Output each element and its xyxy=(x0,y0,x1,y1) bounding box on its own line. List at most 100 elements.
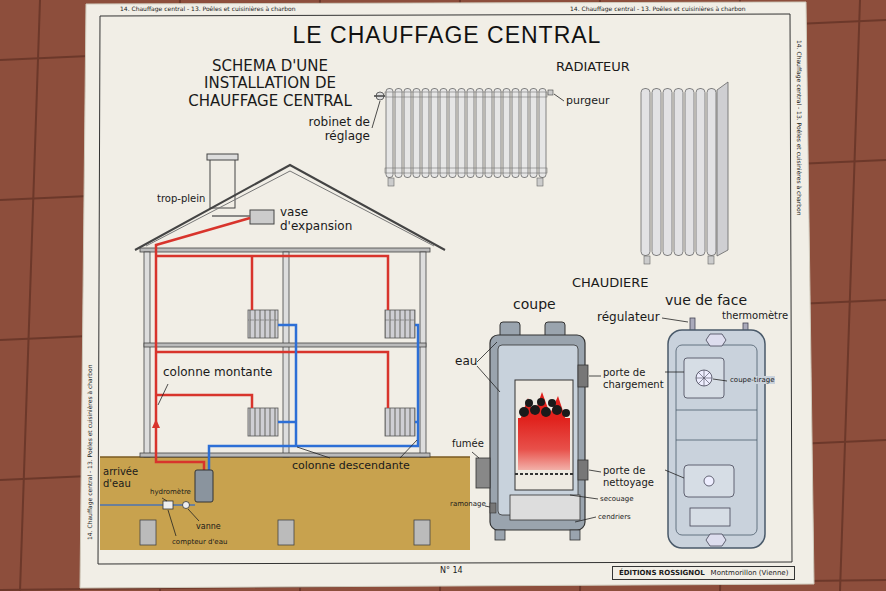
boiler-section-part xyxy=(518,418,570,470)
boiler-front-part xyxy=(706,534,726,546)
boiler-section-part xyxy=(510,495,580,520)
part-label: fumée xyxy=(452,438,484,450)
boiler-section-part-part xyxy=(575,517,596,522)
house-drawing-part xyxy=(420,252,426,457)
house-drawing-part-part xyxy=(162,498,167,501)
house-drawing-part xyxy=(248,408,278,436)
boiler-section-part xyxy=(519,398,570,417)
boiler-front-part xyxy=(676,345,757,535)
radiator-drawing-part xyxy=(385,88,547,178)
house-drawing-part-part xyxy=(278,421,296,424)
boiler-section xyxy=(472,322,601,540)
part-label: secouage xyxy=(600,495,634,503)
boiler-front-part xyxy=(668,330,765,548)
house-drawing-part-part xyxy=(400,440,417,458)
radiator-perspective-part xyxy=(640,88,717,256)
radiator-perspective-part xyxy=(708,256,714,264)
house-drawing-part-part xyxy=(156,395,252,408)
boiler-section-part-part xyxy=(537,398,545,406)
house-drawing-part xyxy=(140,520,156,545)
boiler-front-part xyxy=(690,508,730,526)
radiator-drawing-part xyxy=(388,178,394,186)
boiler-section-part-part xyxy=(589,470,601,472)
poster-title: LE CHAUFFAGE CENTRAL xyxy=(247,22,647,48)
publisher-box: ÉDITIONS ROSSIGNOL Montmorillon (Vienne) xyxy=(612,566,795,580)
section-heading: CHAUDIERE xyxy=(572,276,649,291)
boiler-front-part xyxy=(696,370,712,386)
pipe-label: colonne montante xyxy=(163,366,272,380)
house-drawing-part-part xyxy=(156,352,388,408)
boiler-section-part-part xyxy=(477,342,497,362)
house-drawing-part xyxy=(283,252,289,457)
boiler-section-part-part xyxy=(472,452,479,458)
boiler-front-part xyxy=(696,370,712,386)
boiler-section-part-part xyxy=(525,399,533,407)
house-drawing-part xyxy=(385,408,415,436)
part-label: eau xyxy=(455,355,477,369)
radiator-perspective-part xyxy=(717,82,728,256)
part-label: régulateur xyxy=(597,311,660,325)
boiler-front-part-part xyxy=(662,318,688,322)
part-label: vanne xyxy=(196,522,221,531)
section-heading: RADIATEUR xyxy=(556,60,630,75)
part-label: ramonage xyxy=(450,500,486,508)
part-label: vase d'expansion xyxy=(280,206,355,234)
radiator-drawing-part xyxy=(537,178,543,186)
house-drawing-part xyxy=(385,310,415,338)
radiator-perspective-part xyxy=(644,256,650,264)
radiator-drawing-part xyxy=(372,94,564,128)
boiler-section-part-part xyxy=(485,506,490,507)
house-drawing-part-part xyxy=(278,325,296,446)
boiler-front-part-part xyxy=(665,372,684,373)
house-drawing-part xyxy=(248,310,278,338)
boiler-section-part xyxy=(515,473,573,475)
house-drawing-part xyxy=(195,470,213,502)
boiler-front-part xyxy=(706,334,726,346)
house-drawing-part-part xyxy=(188,509,199,521)
section-heading: SCHEMA D'UNE INSTALLATION DE CHAUFFAGE C… xyxy=(180,58,360,110)
radiator-drawing xyxy=(372,88,564,186)
radiator-perspective xyxy=(640,82,728,264)
part-label: arrivée d'eau xyxy=(103,466,143,489)
boiler-section-part-part xyxy=(519,407,529,417)
boiler-section-part-part xyxy=(541,407,551,417)
part-label: trop-plein xyxy=(157,193,205,205)
part-label: thermomètre xyxy=(722,310,788,322)
house-drawing-part-part xyxy=(168,510,176,536)
boiler-section-part xyxy=(476,458,490,488)
radiator-drawing-part-part xyxy=(554,94,564,101)
radiator-drawing-part xyxy=(385,168,547,173)
house-drawing-part xyxy=(210,158,235,208)
view-heading: coupe xyxy=(513,296,556,312)
publisher-place: Montmorillon (Vienne) xyxy=(711,569,789,577)
house-drawing-part xyxy=(140,453,430,457)
part-label: cendriers xyxy=(598,513,631,521)
boiler-front-part xyxy=(704,476,714,486)
boiler-section-part xyxy=(490,503,496,513)
part-label: robinet de réglage xyxy=(282,116,370,144)
house-drawing-part xyxy=(414,520,430,545)
part-label: compteur d'eau xyxy=(172,538,227,546)
house-drawing-part xyxy=(156,218,388,470)
poster-frame xyxy=(98,14,792,564)
publisher-name: ÉDITIONS ROSSIGNOL xyxy=(619,569,705,577)
boiler-front-part xyxy=(684,465,734,497)
view-heading: vue de face xyxy=(665,292,747,308)
boiler-section-part xyxy=(490,335,585,530)
radiator-drawing-part xyxy=(385,92,547,97)
house-drawing-part-part xyxy=(251,256,254,310)
part-label: porte de chargement xyxy=(603,367,663,390)
house-drawing-part xyxy=(100,457,470,550)
boiler-front-part-part xyxy=(665,470,684,478)
house-drawing-part xyxy=(250,210,274,224)
house-drawing-part xyxy=(183,502,190,509)
house-drawing-part-part xyxy=(156,256,388,310)
house-drawing xyxy=(100,154,470,550)
boiler-section-part-part xyxy=(548,399,556,407)
pipe-label: colonne descendante xyxy=(292,460,410,473)
boiler-section-part xyxy=(520,392,566,420)
margin-note: 14. Chauffage central - 13. Poêles et cu… xyxy=(570,6,746,13)
house-drawing-part xyxy=(207,154,238,160)
boiler-section-part xyxy=(498,345,578,515)
